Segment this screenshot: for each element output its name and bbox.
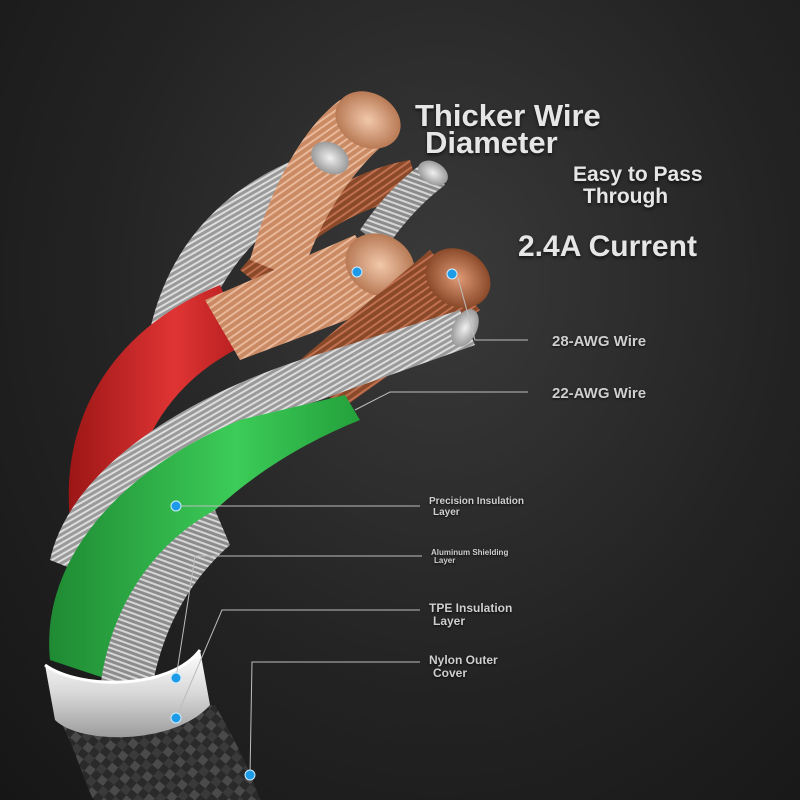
inner-silver-strands — [100, 510, 230, 700]
label-22awg: 22-AWG Wire — [552, 385, 647, 402]
label-tpe-insulation: TPE Insulation Layer — [429, 602, 512, 627]
line-tpe-insulation — [175, 609, 420, 719]
label-tpe-insulation-line1: TPE Insulation — [429, 601, 513, 615]
thin-silver-wire — [360, 165, 445, 250]
label-precision-insulation-line1: Precision Insulation — [429, 496, 525, 507]
label-precision-insulation-line2: Layer — [433, 506, 460, 518]
marker-green-insulation — [170, 500, 182, 512]
label-aluminum-shielding-line1: Aluminum Shielding — [431, 548, 509, 557]
label-precision-insulation: Precision Insulation Layer — [429, 496, 525, 518]
label-aluminum-shielding: Aluminum Shielding Layer — [431, 548, 509, 566]
callout-lines — [175, 277, 528, 776]
line-28awg — [457, 277, 528, 341]
line-22awg — [354, 391, 528, 411]
label-nylon-cover: Nylon Outer Cover — [429, 654, 498, 679]
label-aluminum-shielding-line2: Layer — [434, 556, 456, 566]
label-nylon-cover-line2: Cover — [433, 665, 468, 680]
marker-nylon — [244, 769, 256, 781]
line-aluminum-shielding — [175, 555, 422, 679]
subheadline-line1: Easy to Pass — [573, 163, 703, 186]
current-rating: 2.4A Current — [518, 230, 697, 263]
silver-bundle-end — [311, 141, 349, 175]
copper-bundle-top-end — [335, 91, 401, 149]
label-nylon-cover-line1: Nylon Outer — [429, 653, 498, 667]
marker-conductor-main — [351, 266, 363, 278]
marker-conductor-dark — [446, 268, 458, 280]
label-tpe-insulation-line2: Layer — [433, 613, 466, 628]
callout-markers — [170, 266, 458, 781]
thin-silver-wire-end — [418, 160, 448, 186]
marker-aluminum — [170, 672, 182, 684]
subheadline-line2: Through — [583, 185, 669, 208]
label-28awg: 28-AWG Wire — [552, 333, 647, 350]
line-nylon-cover — [249, 661, 420, 776]
tpe-ring — [45, 650, 210, 738]
marker-tpe — [170, 712, 182, 724]
headline-line1: Thicker Wire — [415, 98, 601, 133]
tpe-ring-highlight — [44, 649, 202, 684]
silver-strand-band — [50, 310, 475, 580]
headline-line2: Diameter — [425, 125, 558, 160]
silver-band-end — [451, 309, 479, 347]
